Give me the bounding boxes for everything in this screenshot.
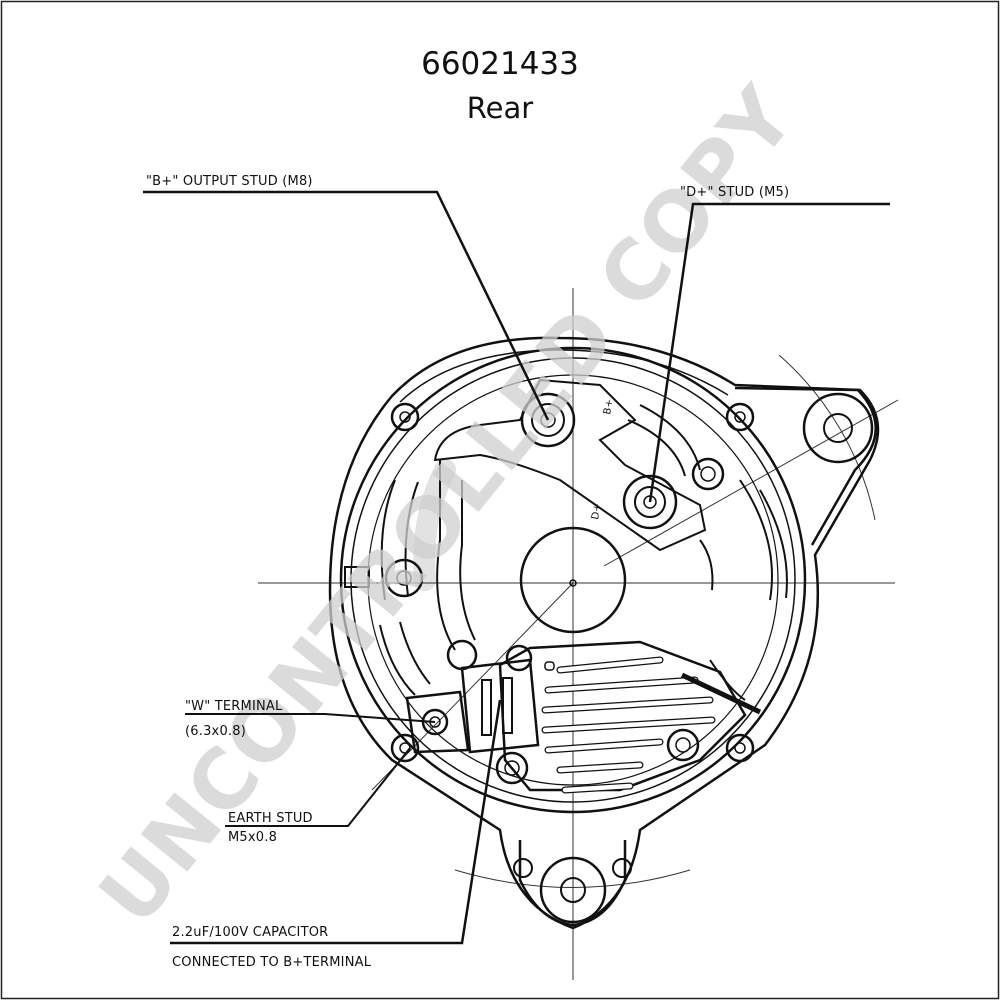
capacitor-label-line1: 2.2uF/100V CAPACITOR — [172, 925, 328, 940]
center-lines — [258, 288, 899, 980]
d-plus-stud-label: "D+" STUD (M5) — [680, 185, 789, 200]
alternator-housing — [328, 336, 880, 930]
capacitor-label-line2: CONNECTED TO B+TERMINAL — [172, 955, 372, 970]
b-plus-output-stud-label: "B+" OUTPUT STUD (M8) — [146, 174, 313, 189]
b-plus-mark: B+ — [602, 398, 616, 415]
voltage-regulator — [498, 640, 762, 794]
earth-stud-label: EARTH STUD — [228, 811, 313, 826]
capacitor — [460, 658, 555, 754]
earth-stud-size: M5x0.8 — [228, 830, 277, 845]
part-number-title: 66021433 — [421, 46, 579, 82]
view-title: Rear — [467, 91, 533, 125]
w-terminal-label: "W" TERMINAL — [185, 699, 283, 714]
uncontrolled-copy-watermark: UNCONTROLLED COPY — [82, 69, 814, 942]
b-plus-output-stud — [520, 392, 576, 448]
d-plus-mark: D+ — [590, 502, 604, 520]
w-terminal-size: (6.3x0.8) — [185, 724, 246, 739]
leader-lines — [143, 190, 890, 945]
